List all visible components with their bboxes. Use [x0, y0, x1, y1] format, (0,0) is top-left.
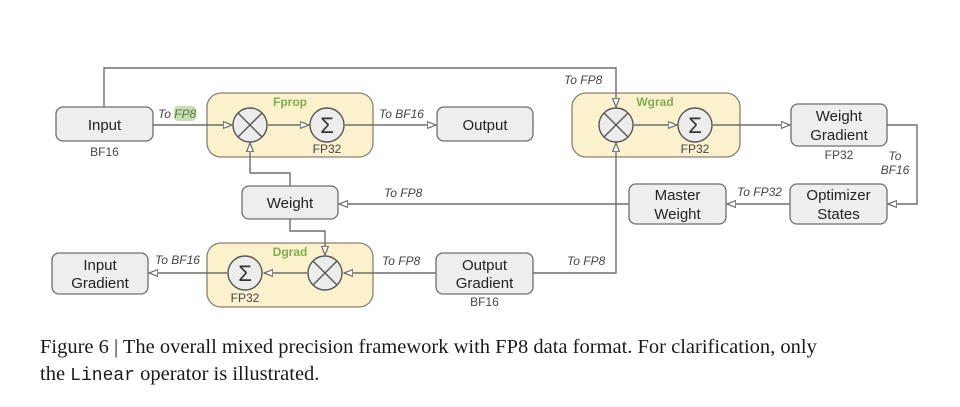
optimizer-label-line1: Optimizer: [806, 187, 870, 204]
input-label: Input: [88, 117, 122, 134]
edge-label-dgrad-to-input-gradient: To BF16: [155, 253, 200, 267]
caption-line2-post: operator is illustrated.: [134, 363, 320, 385]
edge-weight-to-fprop: [250, 143, 291, 186]
edge-label-input-to-fprop: To FP8: [158, 107, 197, 121]
fprop-accum-precision: FP32: [313, 142, 342, 156]
master-weight-node: Master Weight: [628, 183, 727, 225]
multiply-icon: [312, 260, 338, 286]
weight-gradient-node: Weight Gradient FP32: [790, 103, 888, 162]
input-gradient-label-line2: Gradient: [71, 275, 129, 292]
edge-label-output-gradient-to-dgrad: To FP8: [382, 254, 421, 268]
optimizer-label-line2: States: [817, 206, 860, 223]
edge-label-master-to-weight: To FP8: [384, 186, 423, 200]
edge-label-wg-to-opt-line1: To: [889, 149, 902, 163]
output-gradient-label-line2: Gradient: [456, 275, 514, 292]
edge-weight-to-dgrad: [289, 219, 325, 255]
output-gradient-label-line1: Output: [462, 257, 508, 274]
dgrad-accum-precision: FP32: [231, 291, 260, 305]
multiply-icon: [603, 112, 629, 138]
output-gradient-node: Output Gradient BF16: [435, 252, 534, 309]
weight-node: Weight: [241, 185, 339, 220]
weight-gradient-label-line1: Weight: [816, 108, 863, 125]
input-gradient-node: Input Gradient: [51, 252, 149, 295]
sum-icon: Σ: [238, 261, 252, 286]
caption-line1: Figure 6 | The overall mixed precision f…: [40, 336, 817, 358]
edge-input-to-wgrad: [103, 67, 616, 107]
wgrad-sum-op: Σ FP32: [677, 107, 713, 156]
weight-gradient-label-line2: Gradient: [810, 127, 868, 144]
mixed-precision-diagram: Fprop Wgrad Dgrad: [51, 67, 918, 309]
edge-label-output-gradient-to-wgrad: To FP8: [567, 254, 606, 268]
edge-label-fprop-to-output: To BF16: [379, 107, 424, 121]
wgrad-title: Wgrad: [636, 95, 673, 109]
sum-icon: Σ: [320, 113, 334, 138]
input-gradient-label-line1: Input: [83, 257, 117, 274]
edge-label-fp8-highlighted: FP8: [174, 107, 196, 121]
edge-label-optimizer-to-master: To FP32: [737, 185, 782, 199]
dgrad-sum-op: Σ FP32: [227, 255, 263, 305]
input-node: Input BF16: [55, 106, 154, 159]
edge-label-wg-to-opt-line2: BF16: [881, 163, 910, 177]
output-node: Output: [436, 106, 534, 142]
edge-label-prefix: To: [158, 107, 174, 121]
weight-label: Weight: [267, 195, 314, 212]
edge-weight-gradient-to-optimizer: [887, 124, 918, 204]
dgrad-multiply-op: [307, 255, 343, 291]
output-gradient-precision: BF16: [470, 295, 499, 309]
wgrad-multiply-op: [598, 107, 634, 143]
edge-label-input-to-wgrad: To FP8: [564, 73, 603, 87]
master-weight-label-line1: Master: [655, 187, 701, 204]
fprop-title: Fprop: [273, 95, 307, 109]
master-weight-label-line2: Weight: [654, 206, 701, 223]
wgrad-accum-precision: FP32: [681, 142, 710, 156]
figure-caption: Figure 6 | The overall mixed precision f…: [40, 334, 940, 390]
input-precision: BF16: [90, 145, 119, 159]
optimizer-states-node: Optimizer States: [789, 183, 888, 225]
fp8-highlight: [174, 106, 196, 121]
fprop-sum-op: Σ FP32: [309, 107, 345, 156]
weight-gradient-precision: FP32: [825, 148, 854, 162]
sum-icon: Σ: [688, 113, 702, 138]
dgrad-title: Dgrad: [273, 245, 308, 259]
output-label: Output: [462, 117, 508, 134]
multiply-icon: [237, 112, 263, 138]
fprop-multiply-op: [232, 107, 268, 143]
caption-code-linear: Linear: [70, 366, 135, 386]
caption-line2-pre: the: [40, 363, 71, 385]
edge-output-gradient-to-wgrad: [533, 143, 616, 274]
